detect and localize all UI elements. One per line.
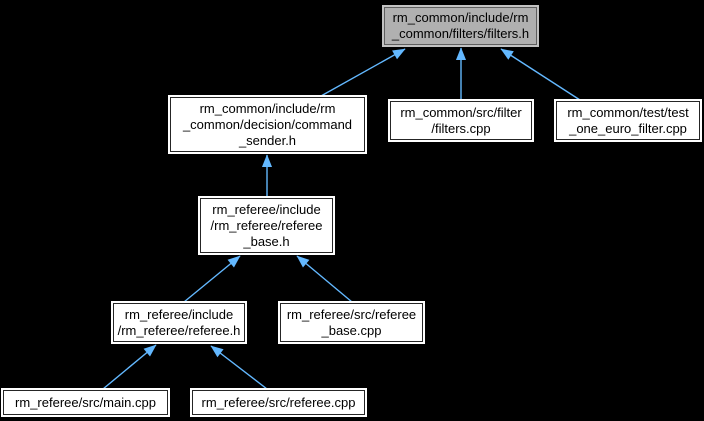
node-referee-cpp[interactable]: rm_referee/src/referee.cpp	[192, 390, 365, 415]
node-referee-base-cpp[interactable]: rm_referee/src/referee _base.cpp	[280, 303, 423, 342]
edge-main-cpp-to-referee-h	[102, 344, 157, 390]
node-filters-h[interactable]: rm_common/include/rm _common/filters/fil…	[384, 7, 537, 45]
node-referee-base-h[interactable]: rm_referee/include /rm_referee/referee _…	[200, 198, 333, 253]
edge-referee-base-cpp-to-referee-base-h	[296, 255, 353, 303]
node-filters-cpp[interactable]: rm_common/src/filter /filters.cpp	[390, 101, 532, 140]
node-referee-h[interactable]: rm_referee/include /rm_referee/referee.h	[113, 303, 245, 342]
edge-command-sender-h-to-filters-h	[320, 48, 406, 97]
node-main-cpp[interactable]: rm_referee/src/main.cpp	[3, 390, 168, 415]
edge-referee-cpp-to-referee-h	[210, 345, 268, 390]
node-command-sender-h[interactable]: rm_common/include/rm _common/decision/co…	[170, 97, 365, 152]
edge-referee-h-to-referee-base-h	[183, 255, 241, 303]
edge-test-one-euro-filter-cpp-to-filters-h	[500, 48, 581, 101]
node-test-one-euro-filter-cpp[interactable]: rm_common/test/test _one_euro_filter.cpp	[556, 101, 700, 140]
